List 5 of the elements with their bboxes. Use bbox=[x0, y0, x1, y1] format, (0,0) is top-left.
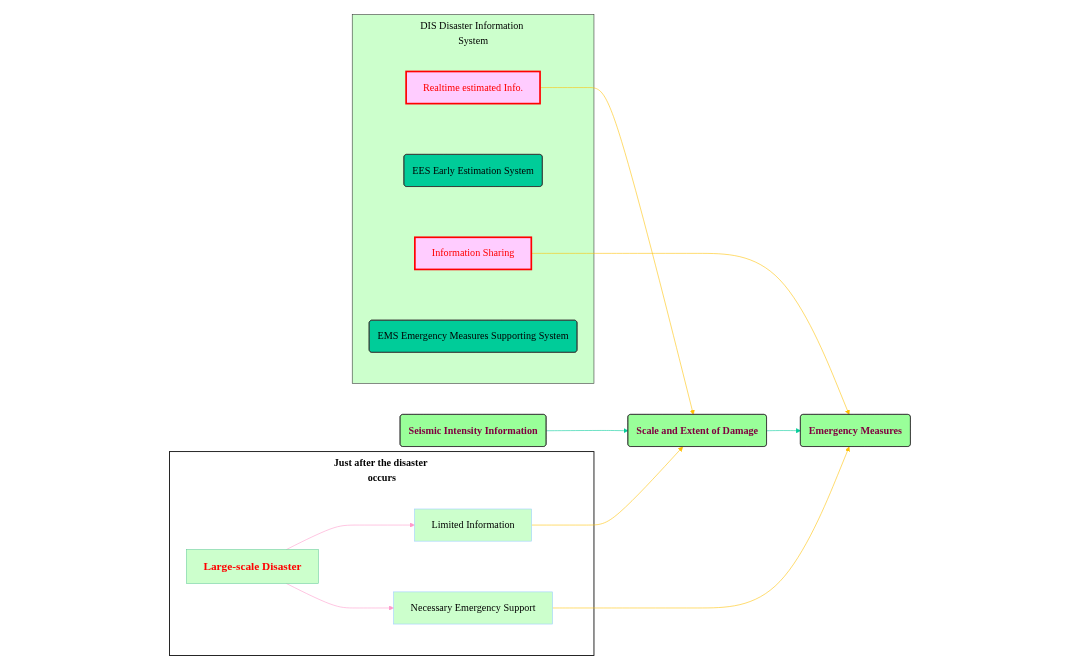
node-box: Information Sharing bbox=[414, 236, 533, 271]
node-box: Necessary Emergency Support bbox=[393, 591, 553, 625]
node-box: Large-scale Disaster bbox=[186, 549, 319, 584]
node-box: Realtime estimated Info. bbox=[405, 70, 541, 105]
node-box: Limited Information bbox=[414, 508, 532, 542]
